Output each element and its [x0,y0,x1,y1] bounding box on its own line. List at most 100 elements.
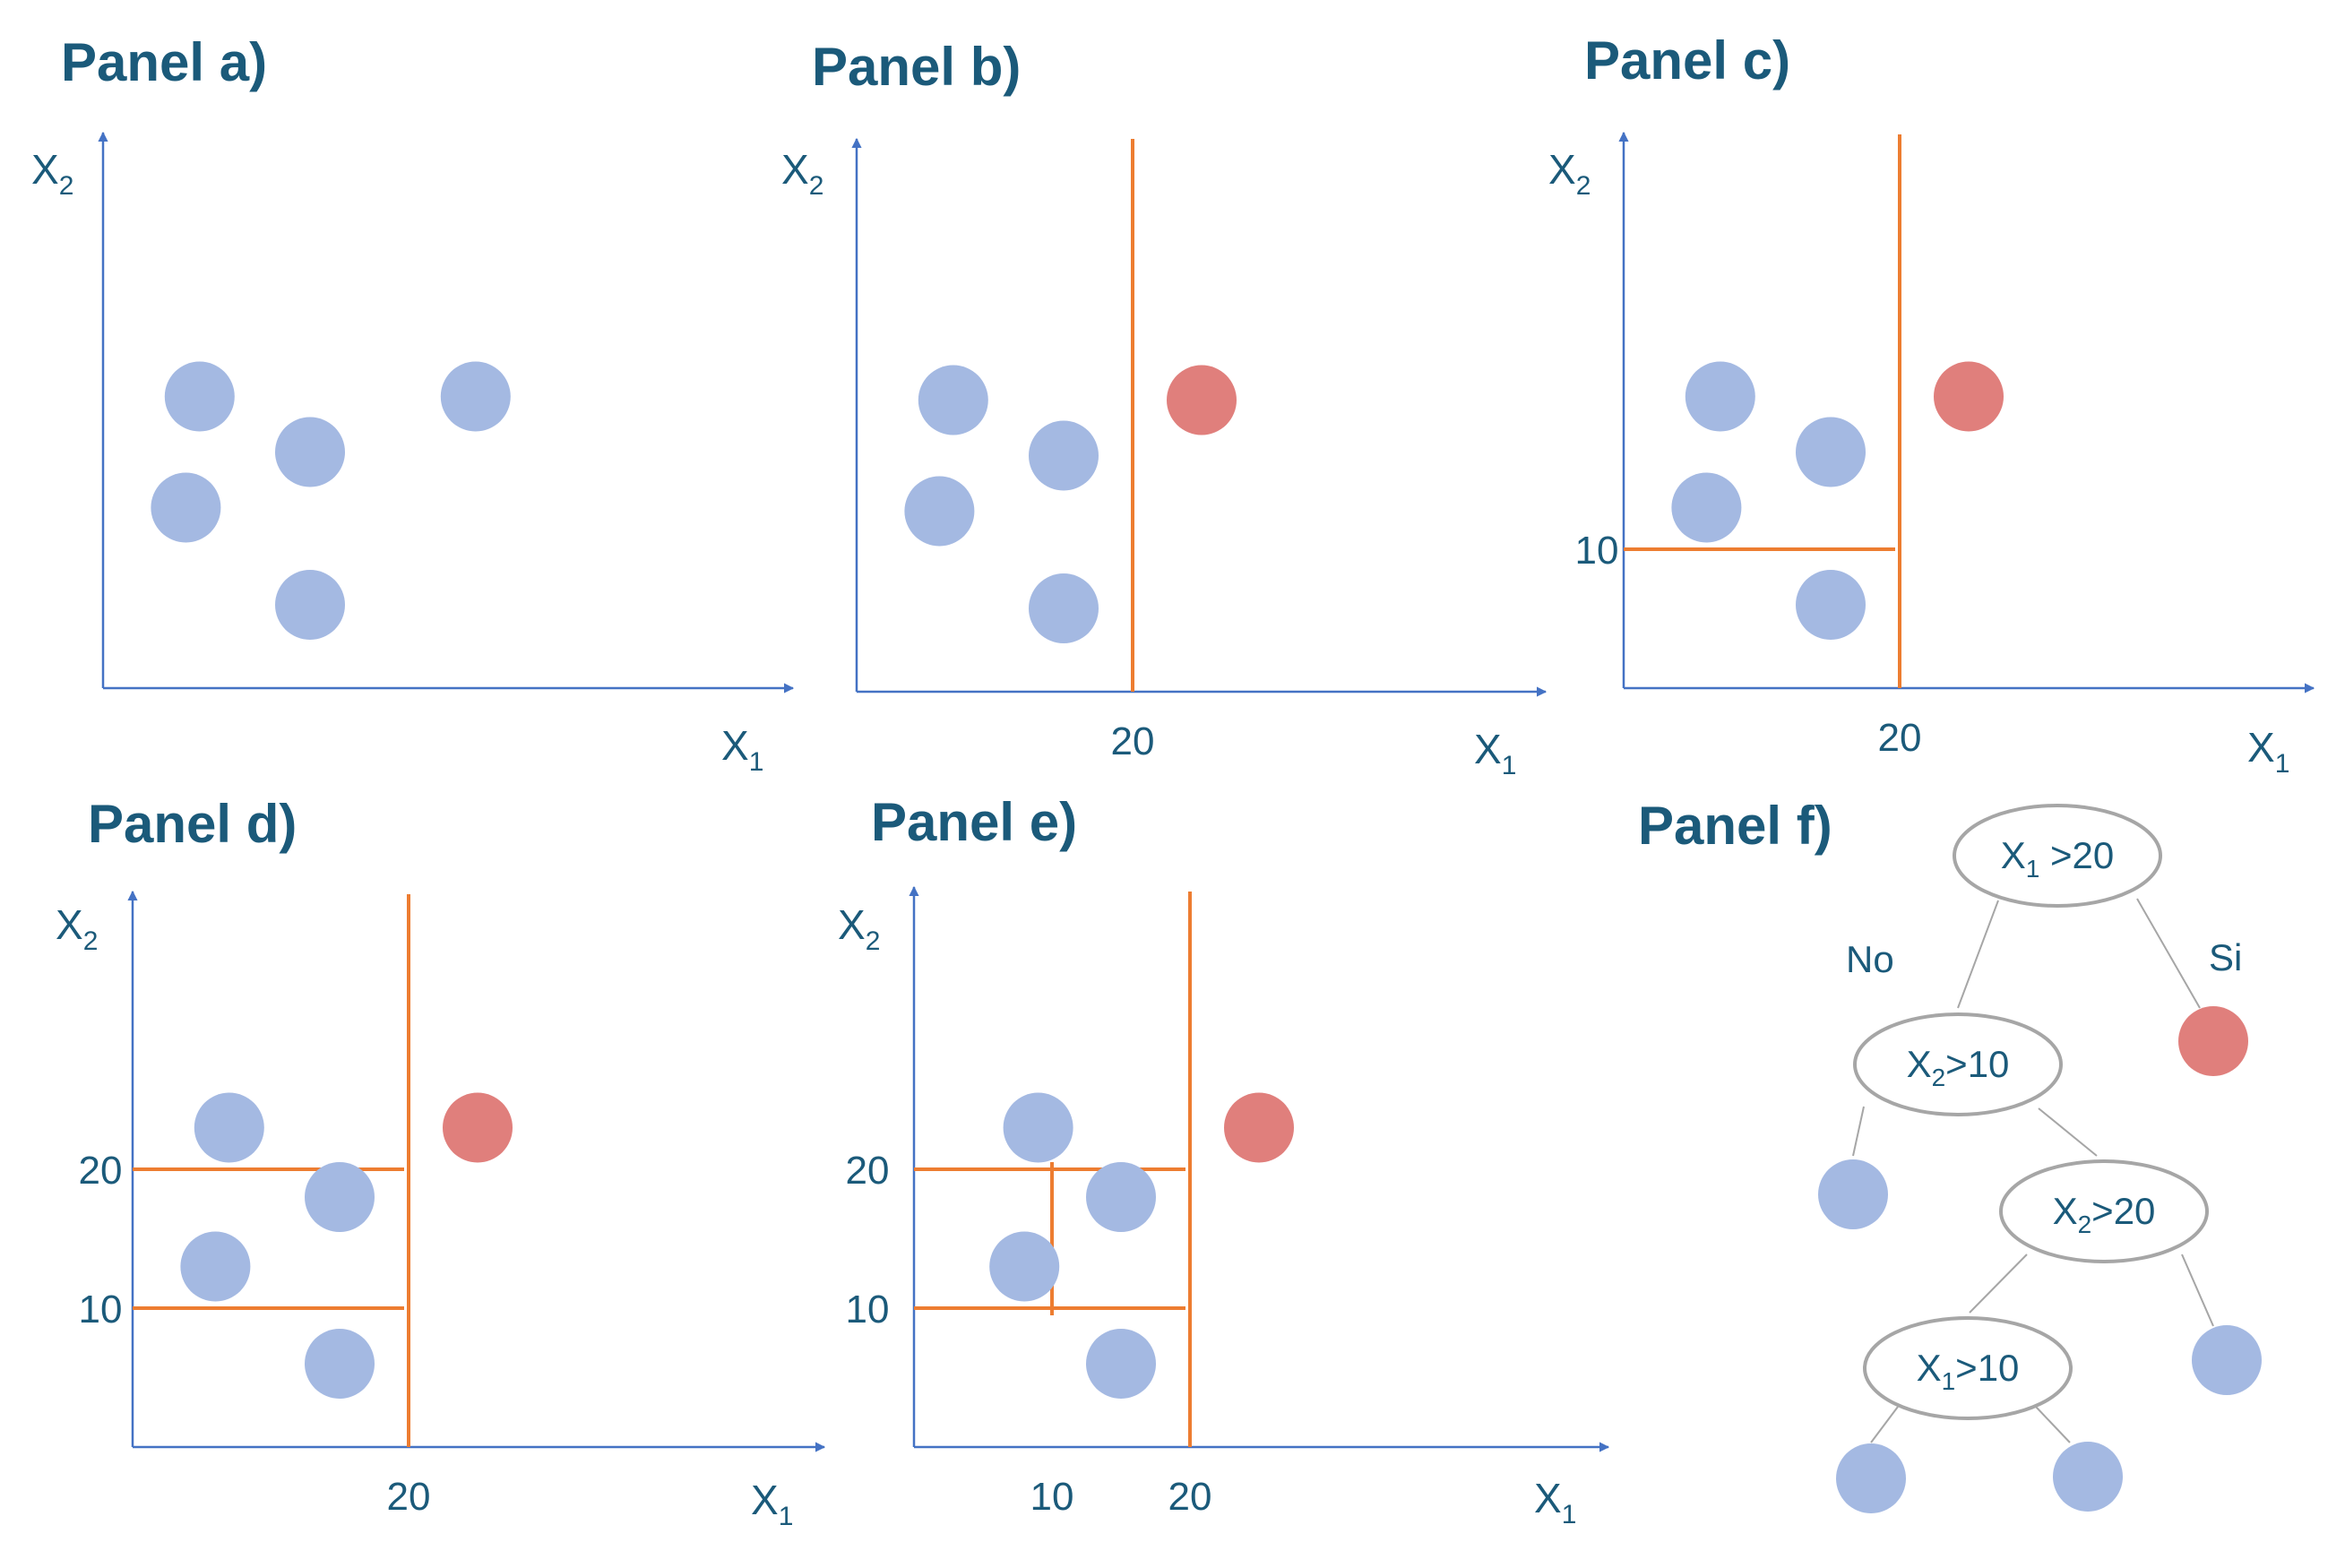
blue-data-point [989,1231,1060,1302]
tree-edge [1870,1406,1899,1443]
node-condition: >20 [2091,1190,2155,1232]
y-tick-label: 10 [1575,529,1619,573]
x-axis-label-main: X [721,722,749,769]
tree-node-ellipse [1863,1316,2073,1420]
tree-edge [2181,1254,2214,1327]
x-tick-label: 10 [1030,1475,1074,1519]
tree-node-root: X1 >20 [1953,804,2162,908]
tree-leaf-n4-yes [2053,1442,2123,1512]
blue-data-point [180,1231,251,1302]
x-axis-label: X1 [1534,1475,1576,1529]
tree-node-label: X1 >20 [2001,834,2115,883]
tree-edge [2035,1406,2071,1443]
panel-b: Panel b) X 2X1 20 [781,37,1548,780]
y-axis-label-subscript: 2 [59,171,74,201]
blue-data-point [305,1162,375,1232]
branch-label-no: No [1846,938,1894,980]
node-var: X [1917,1347,1942,1389]
node-condition: >10 [1955,1347,2019,1389]
tree-node-ellipse [1999,1159,2209,1263]
y-axis-label-main: X [838,901,866,948]
red-data-point [443,1092,513,1163]
y-axis-label-subscript: 2 [83,926,99,956]
x-tick-label: 20 [1878,716,1922,760]
x-axis-label-subscript: 1 [749,747,764,777]
x-axis-label: X1 [1474,726,1516,780]
blue-data-point [1671,472,1742,543]
node-subscript: 1 [1942,1367,1956,1395]
x-axis-label-main: X [1474,726,1502,772]
tree-edge [1957,900,1999,1009]
x-axis-label-subscript: 1 [1502,751,1517,780]
blue-data-point [918,365,988,435]
y-tick-label: 20 [846,1149,890,1193]
node-var: X [1907,1043,1932,1085]
node-var: X [2001,834,2026,876]
y-axis-label-subscript: 2 [866,926,881,956]
blue-data-point [1796,417,1866,487]
tree-edge [1969,1254,2028,1314]
y-axis-label: X2 [1548,146,1591,201]
node-condition: >20 [2039,834,2114,876]
y-tick-label: 10 [79,1288,123,1331]
x-axis-label: X1 [751,1477,793,1531]
blue-data-point [904,476,975,547]
blue-data-point [275,570,345,640]
panel-e-title: Panel e) [871,792,1077,852]
blue-data-point [151,472,221,543]
tree-leaf-n2-no [1818,1159,1888,1229]
tree-node-label: X2>20 [2053,1190,2156,1238]
y-axis-label-main: X [31,146,59,193]
node-var: X [2053,1190,2078,1232]
blue-data-point [305,1329,375,1399]
y-axis-label: X2 [56,901,98,956]
x-tick-label: 20 [1168,1475,1212,1519]
blue-data-point [1029,573,1099,643]
panel-d-title: Panel d) [88,794,297,854]
red-data-point [1167,365,1237,435]
blue-data-point [194,1092,264,1163]
x-axis-label-subscript: 1 [1562,1500,1577,1529]
tree-edge [2136,898,2201,1009]
tree-node-n3: X2>20 [1999,1159,2209,1263]
y-axis-label-main: X [56,901,83,948]
y-axis-label: X2 [838,901,880,956]
panel-c-title: Panel c) [1584,30,1790,90]
blue-data-point [1003,1092,1073,1163]
panel-b-title: Panel b) [812,37,1021,97]
tree-leaf-n3-yes [2192,1325,2262,1395]
tree-node-label: X2>10 [1907,1043,2010,1091]
y-axis-label-subscript: 2 [809,171,824,201]
blue-data-point [275,417,345,487]
tree-leaf-root-yes [2178,1006,2248,1076]
panel-f-title: Panel f) [1638,796,1832,856]
blue-data-point [1086,1329,1156,1399]
blue-data-point [1685,361,1755,432]
tree-node-ellipse [1953,804,2162,908]
x-tick-label: 20 [1111,719,1155,763]
tree-leaf-n4-no [1836,1443,1906,1513]
node-subscript: 1 [2026,855,2040,883]
node-subscript: 2 [1932,1064,1946,1091]
y-tick-label: 20 [79,1149,123,1193]
tree-edge [1852,1106,1865,1157]
x-axis-label: X1 [2247,724,2289,779]
x-axis-label-subscript: 1 [779,1502,794,1531]
tree-node-n2: X2>10 [1853,1012,2063,1116]
blue-data-point [1796,570,1866,640]
y-axis-label-subscript: 2 [1576,171,1591,201]
red-data-point [1224,1092,1294,1163]
tree-edge [2038,1107,2098,1157]
y-tick-label: 10 [846,1288,890,1331]
x-axis-label-main: X [1534,1475,1562,1521]
tree-node-ellipse [1853,1012,2063,1116]
node-condition: >10 [1945,1043,2009,1085]
x-axis-label-main: X [2247,724,2275,771]
x-axis-label-main: X [751,1477,779,1523]
red-data-point [1934,361,2004,432]
